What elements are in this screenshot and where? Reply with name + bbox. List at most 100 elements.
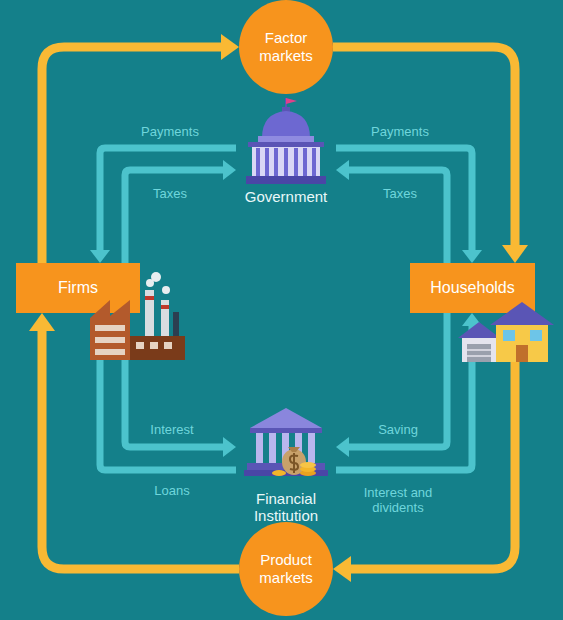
architrave xyxy=(248,142,324,147)
column xyxy=(312,148,316,176)
factory-hall xyxy=(90,300,130,360)
node-text: Government xyxy=(236,188,336,205)
money-bag xyxy=(282,449,306,475)
base xyxy=(246,176,326,184)
flow-arrow xyxy=(333,47,528,263)
column xyxy=(256,148,260,176)
column xyxy=(256,433,263,463)
arrow-head xyxy=(223,437,236,457)
flow-arrow xyxy=(42,34,239,263)
arrow-head xyxy=(462,250,482,263)
door-line xyxy=(467,349,491,351)
node-text: Factor markets xyxy=(250,29,322,65)
coin xyxy=(272,470,286,476)
flow-arrow xyxy=(336,160,447,263)
flow-arrow xyxy=(29,313,239,569)
flow-arrow xyxy=(336,148,482,263)
column xyxy=(284,148,288,176)
door-line xyxy=(467,355,491,357)
flow-arrow xyxy=(90,313,236,470)
arrow-head xyxy=(29,313,55,331)
flow-label: Taxes xyxy=(340,186,460,201)
flow-label: Interest and dividents xyxy=(348,485,448,515)
drum xyxy=(258,136,314,144)
window-row xyxy=(95,325,125,331)
house xyxy=(458,302,554,362)
flow-label: Interest xyxy=(112,422,232,437)
chimney-stripe xyxy=(161,305,169,309)
arrow-head xyxy=(223,160,236,180)
dome xyxy=(262,111,310,138)
window-row xyxy=(95,337,125,343)
window-row xyxy=(95,349,125,355)
column xyxy=(294,148,298,176)
column xyxy=(274,148,278,176)
garage-roof xyxy=(458,322,500,338)
house-body xyxy=(496,322,548,362)
smoke xyxy=(151,272,161,282)
arrow-head xyxy=(90,313,110,326)
arrow-head xyxy=(90,250,110,263)
house-roof xyxy=(490,302,554,325)
flow-label: Payments xyxy=(110,124,230,139)
bag-tie xyxy=(288,447,300,452)
factory xyxy=(90,272,185,360)
arrow-head xyxy=(502,245,528,263)
smoke xyxy=(146,279,154,287)
coin xyxy=(300,470,316,476)
chimney xyxy=(145,290,154,352)
flow-line xyxy=(336,148,472,251)
chimney xyxy=(173,312,179,352)
coin xyxy=(300,462,316,468)
sector-box: Firms xyxy=(16,263,140,313)
flow-arrow xyxy=(333,313,515,582)
pediment xyxy=(250,408,322,428)
arrow-head xyxy=(336,437,349,457)
institution-node: Financial Institution xyxy=(236,405,336,527)
lantern xyxy=(282,107,290,113)
flow-arrow xyxy=(125,160,236,263)
node-text: Households xyxy=(430,279,515,297)
government-building xyxy=(246,98,326,184)
chimney xyxy=(161,300,169,352)
arrow-head xyxy=(333,556,351,582)
flow-label: Taxes xyxy=(110,186,230,201)
column xyxy=(308,433,315,463)
flag-pole xyxy=(285,98,287,110)
arrow-head xyxy=(462,313,482,326)
flow-line xyxy=(125,170,224,263)
building-body xyxy=(252,145,320,177)
flag xyxy=(286,98,297,104)
factory-annex xyxy=(130,336,185,360)
column xyxy=(269,433,276,463)
architrave xyxy=(250,428,322,433)
flow-line xyxy=(336,325,472,470)
column xyxy=(295,433,302,463)
node-text: Product markets xyxy=(250,551,322,587)
door xyxy=(516,345,528,362)
window xyxy=(530,330,542,341)
smoke xyxy=(162,286,170,294)
window xyxy=(503,330,515,341)
garage xyxy=(462,336,496,362)
window xyxy=(164,342,172,349)
flow-label: Payments xyxy=(340,124,460,139)
window xyxy=(136,342,144,349)
flow-label: Saving xyxy=(338,422,458,437)
institution-node: Government xyxy=(236,98,336,208)
flow-line xyxy=(42,47,222,263)
column xyxy=(282,433,289,463)
market-circle: Product markets xyxy=(239,522,333,616)
window xyxy=(150,342,158,349)
base xyxy=(247,463,325,470)
flow-line xyxy=(100,325,236,470)
flow-line xyxy=(348,170,447,263)
column xyxy=(265,148,269,176)
chimney-stripe xyxy=(145,296,154,300)
market-circle: Factor markets xyxy=(239,0,333,94)
node-text: Firms xyxy=(58,279,98,297)
